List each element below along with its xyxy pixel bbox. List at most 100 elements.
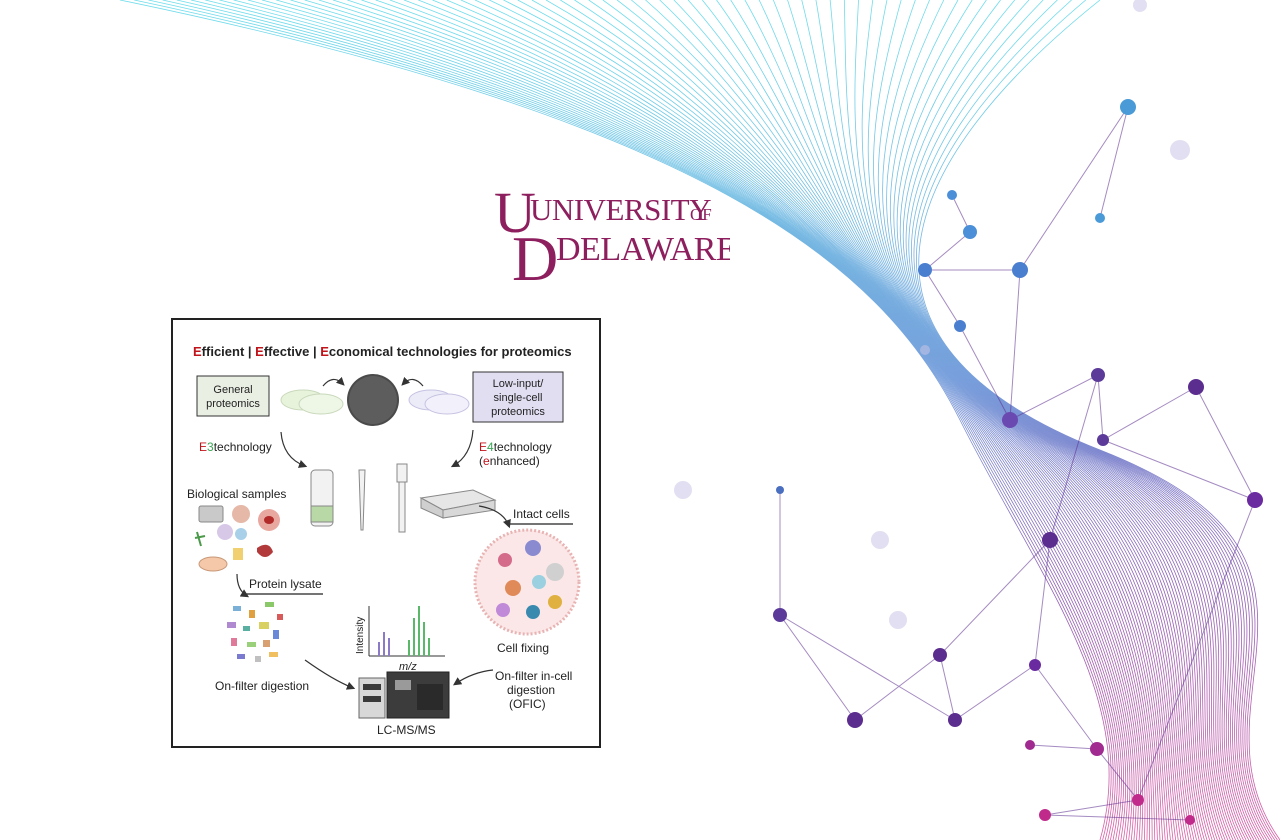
proteomics-figure: Efficient | Effective | Economical techn… [171, 318, 601, 748]
arrow-e4-to-plate [450, 429, 474, 468]
wave-line [867, 0, 1242, 840]
wave-line [190, 0, 1120, 840]
protein-lysate-label: Protein lysate [249, 577, 322, 591]
general-proteomics-box [196, 375, 270, 417]
network-nodes [674, 0, 1263, 825]
ofic-line3: (OFIC) [509, 697, 546, 711]
network-halo [889, 611, 907, 629]
intensity-axis-label: Intensity [355, 617, 366, 654]
wave-line [659, 0, 1200, 840]
network-halo [1170, 140, 1190, 160]
lowinput-box-line3: proteomics [491, 406, 545, 418]
wave-line [574, 0, 1184, 840]
network-node [1097, 434, 1109, 446]
wave-line [631, 0, 1195, 840]
ofic-line1: On-filter in-cell [495, 669, 572, 683]
wave-line [673, 0, 1203, 840]
network-edge [1102, 386, 1197, 441]
network-node [1132, 794, 1144, 806]
wave-line [815, 0, 1229, 840]
biological-sample-icons [194, 505, 280, 572]
wave-line [801, 0, 1226, 840]
filter-discs-green [280, 389, 344, 415]
wave-line [332, 0, 1142, 840]
network-node [1090, 742, 1104, 756]
network-edge [854, 654, 941, 721]
wave-line [162, 0, 1116, 840]
wave-line [261, 0, 1131, 840]
wave-line [602, 0, 1190, 840]
arrow-e3-to-tubes [280, 431, 308, 468]
network-node [947, 190, 957, 200]
wave-line [205, 0, 1122, 840]
network-halo [674, 481, 692, 499]
wave-line [503, 0, 1171, 840]
lowinput-box-line2: single-cell [494, 392, 543, 404]
wave-line [432, 0, 1158, 840]
wave-line [517, 0, 1174, 840]
protein-lysate-icon [227, 602, 283, 662]
wave-line [119, 0, 1110, 840]
wave-line [560, 0, 1182, 840]
wave-line [318, 0, 1139, 840]
network-node [847, 712, 863, 728]
wave-line [890, 0, 1255, 840]
network-edge [1009, 374, 1099, 421]
lowinput-box-line1: Low-input/ [493, 378, 545, 390]
wave-line [873, 0, 1244, 840]
wave-line [247, 0, 1129, 840]
logo-of-text: OF [690, 205, 712, 224]
network-edge [924, 231, 971, 271]
wave-line [886, 0, 1252, 840]
network-halo [871, 531, 889, 549]
network-node [954, 320, 966, 332]
network-edge [1102, 439, 1256, 501]
wave-line [861, 0, 1239, 840]
network-edge [779, 614, 856, 721]
network-node [1095, 213, 1105, 223]
wave-line [687, 0, 1205, 840]
network-edge [924, 269, 961, 327]
network-edge [954, 664, 1036, 721]
tube-icons [310, 463, 408, 533]
wave-line [276, 0, 1133, 840]
arrow-to-membrane-right [401, 376, 424, 387]
wave-line [176, 0, 1118, 840]
filter-discs-lavender [408, 389, 470, 415]
network-edge [939, 654, 956, 721]
network-edge [1029, 744, 1098, 750]
wave-line [219, 0, 1125, 840]
e4-enhanced-label: (enhanced) [479, 454, 540, 468]
wave-line [645, 0, 1197, 840]
wave-line [744, 0, 1216, 840]
wave-line [896, 0, 1260, 840]
well-plate-icon [419, 489, 497, 519]
network-edge [1009, 269, 1021, 421]
on-filter-digestion-label: On-filter digestion [215, 679, 309, 693]
network-node [1185, 815, 1195, 825]
logo-university-text: UNIVERSITY [530, 192, 711, 227]
wave-line [460, 0, 1164, 840]
lowinput-proteomics-box [472, 371, 564, 423]
network-node [1029, 659, 1041, 671]
wave-line [403, 0, 1153, 840]
wave-line [489, 0, 1169, 840]
wave-line [134, 0, 1112, 840]
e4-technology-label: E4technology [479, 440, 552, 454]
wave-line [389, 0, 1151, 840]
network-edge [1044, 799, 1139, 816]
network-halo [1133, 0, 1147, 12]
network-edge [1096, 748, 1139, 801]
network-edge [1195, 386, 1256, 501]
wave-line [588, 0, 1187, 840]
wave-line [148, 0, 1114, 840]
network-edge [1034, 664, 1098, 750]
wave-lines [119, 0, 1280, 840]
network-node [1120, 99, 1136, 115]
wave-line [730, 0, 1213, 840]
network-edge [1137, 499, 1256, 801]
network-node [1025, 740, 1035, 750]
wave-line [361, 0, 1146, 840]
network-node [1042, 532, 1058, 548]
